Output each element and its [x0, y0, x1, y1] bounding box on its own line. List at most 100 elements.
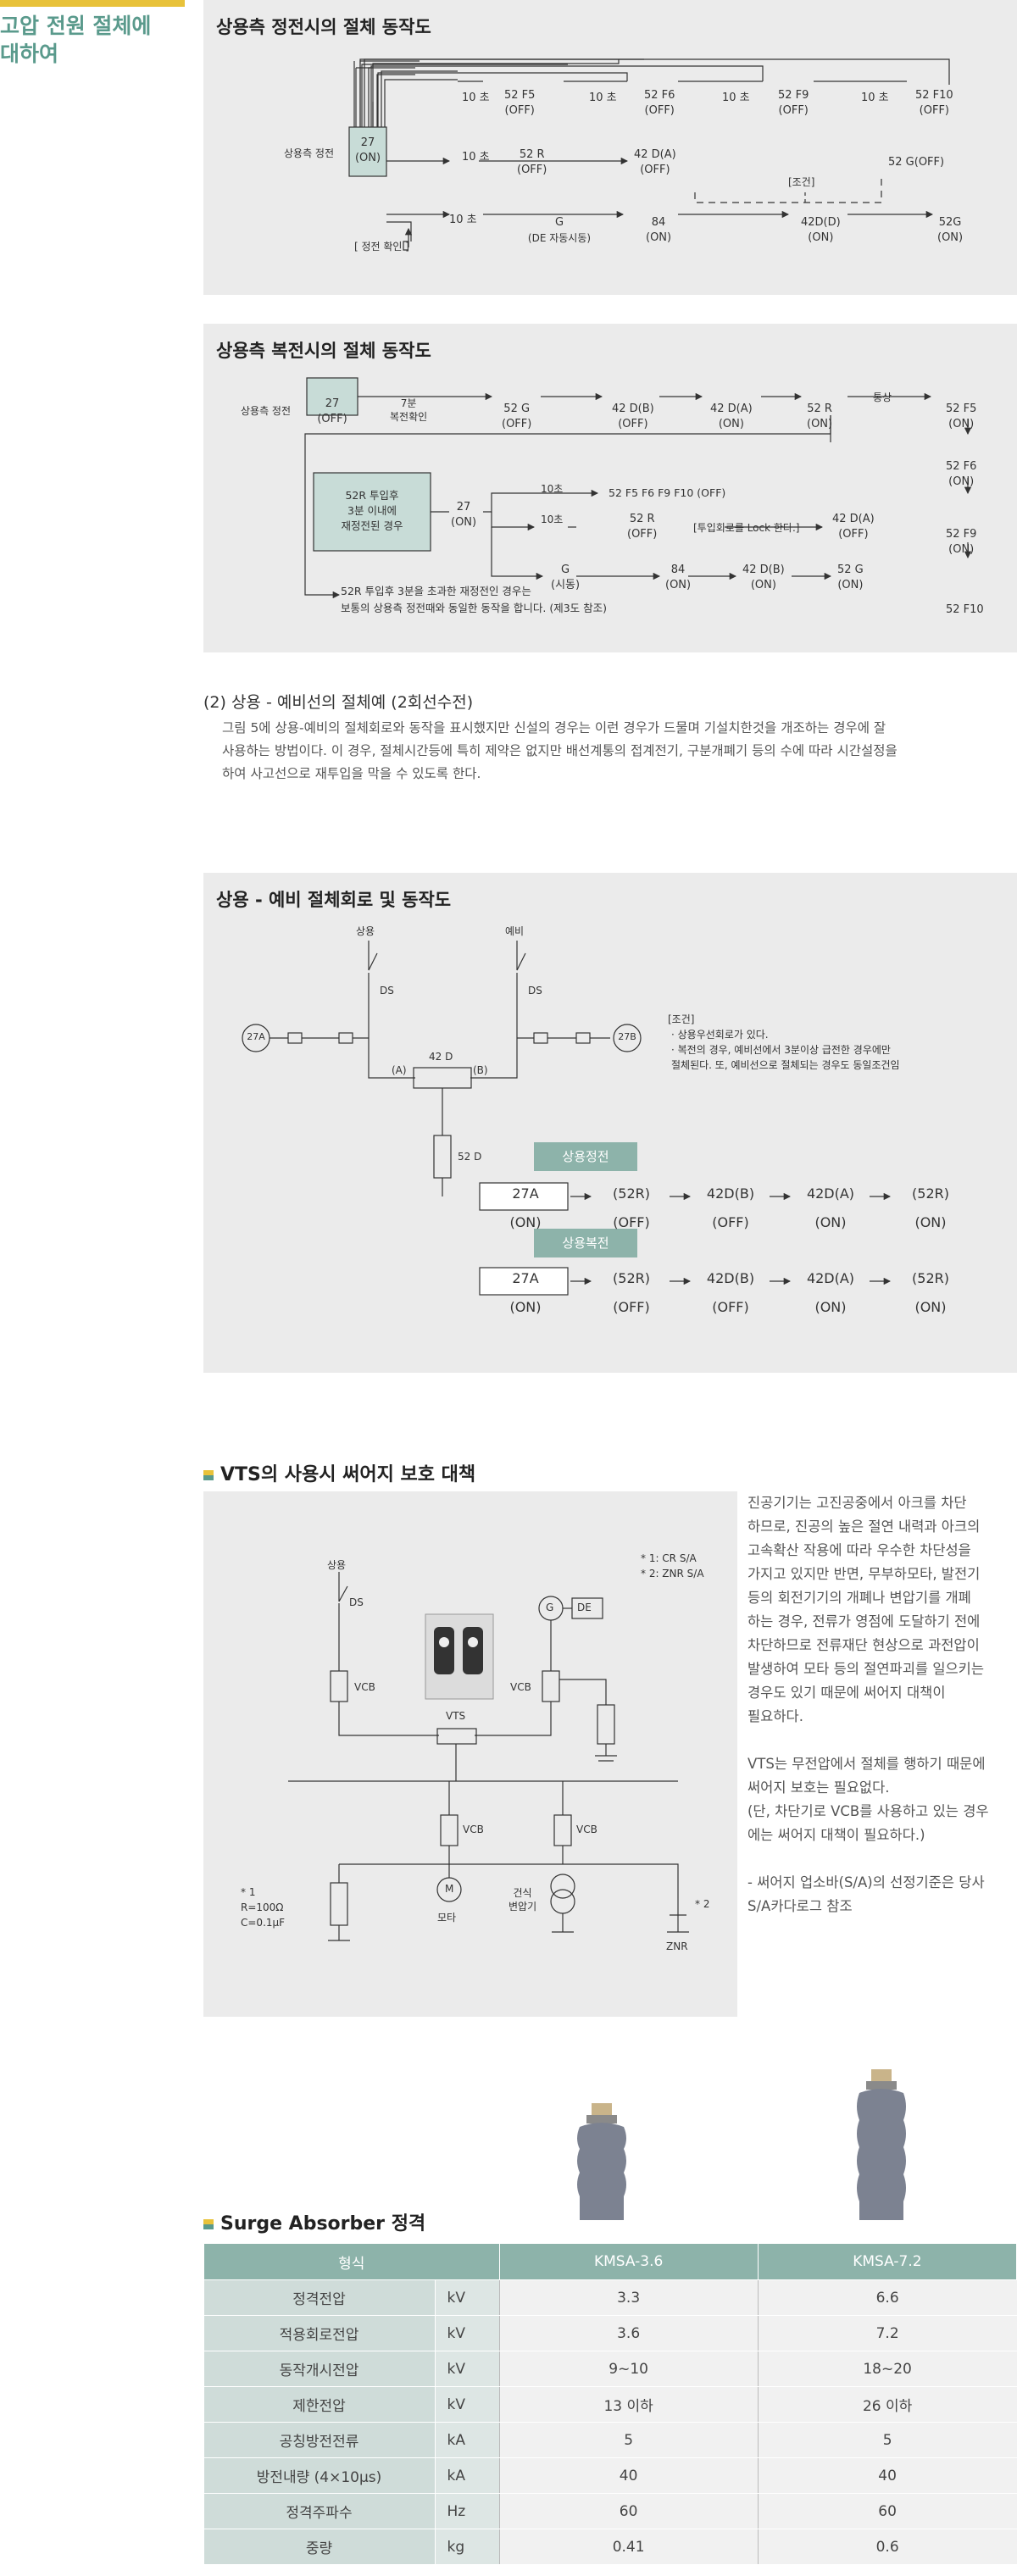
- cell-item: 공칭방전전류: [203, 2422, 436, 2458]
- section-title-restore: 상용측 복전시의 절체 동작도: [216, 341, 431, 361]
- node-42db-on-name: 42 D(B): [742, 564, 785, 576]
- node-42db-on-state: (ON): [750, 579, 776, 591]
- cond-text: · 상용우선회로가 있다. · 복전의 경우, 예비선에서 3분이상 급전한 경…: [671, 1029, 900, 1071]
- node-42dd-name: 42D(D): [801, 216, 841, 229]
- motor-label: 모타: [437, 1912, 457, 1924]
- cell-unit: kV: [435, 2386, 500, 2423]
- fcol-f6-name: 52 F6: [946, 460, 977, 473]
- cell-value: 13 이하: [499, 2386, 759, 2423]
- surge-absorber-image-1: [577, 2103, 626, 2220]
- fcol-f9-state: (ON): [948, 543, 975, 556]
- label-7min-name: 7분: [400, 397, 417, 409]
- label-pa: (A): [392, 1064, 407, 1076]
- lock-note: [투입회로를 Lock 한다.]: [693, 522, 800, 534]
- seq2-step-1-state: (ON): [509, 1299, 542, 1315]
- condition-label: [조건]: [788, 176, 815, 188]
- vts-source: 상용: [327, 1559, 347, 1571]
- timer-1: 10 초: [462, 92, 490, 104]
- fcol-f5: 52 F5(ON): [946, 402, 976, 432]
- timer-4: 10 초: [861, 92, 889, 104]
- chain-52g-state: (OFF): [502, 418, 532, 430]
- cell-unit: kA: [435, 2457, 500, 2494]
- ds-spare: DS: [528, 985, 542, 997]
- cell-value: 60: [499, 2493, 759, 2529]
- node-27-off-name: 27: [325, 397, 340, 410]
- gen-g: G: [546, 1602, 554, 1613]
- vts-title-text: VTS의 사용시 써어지 보호 대책: [220, 1464, 476, 1485]
- seq1-step-4-state: (ON): [814, 1214, 847, 1230]
- node-27: 27(ON): [349, 136, 386, 166]
- label-42d: 42 D: [429, 1051, 453, 1063]
- chain-42db-state: (OFF): [618, 418, 648, 430]
- label-52d: 52 D: [458, 1151, 482, 1163]
- cell-value: 3.3: [499, 2279, 759, 2316]
- section-bullet-icon: [203, 1470, 214, 1480]
- node-f9-name: 52 F9: [778, 89, 809, 102]
- header-kmsa-36: KMSA-3.6: [498, 2243, 759, 2280]
- restore-diagram: [304, 377, 972, 599]
- node-84-on: 84(ON): [665, 563, 691, 593]
- node-42da-off-state: (OFF): [838, 528, 869, 541]
- cell-item: 동작개시전압: [203, 2351, 436, 2387]
- section-title-surge: Surge Absorber 정격: [203, 2208, 425, 2235]
- fcol-f5-name: 52 F5: [946, 402, 977, 415]
- timer-3: 10 초: [722, 92, 750, 104]
- cell-unit: kg: [435, 2529, 500, 2565]
- node-52g-state: (ON): [937, 231, 964, 244]
- vts-description: 진공기기는 고진공중에서 아크를 차단 하므로, 진공의 높은 절연 내력과 아…: [747, 1495, 989, 1914]
- accent-bar: [0, 0, 185, 7]
- table-header-row: 형식 KMSA-3.6 KMSA-7.2: [203, 2243, 1017, 2280]
- seq1-step-5-name: (52R): [912, 1185, 949, 1202]
- node-f10: 52 F10(OFF): [915, 88, 953, 119]
- vts-labels: 상용 DS VCB VCB VTS G DE * 1: CR S/A * 2: …: [203, 1491, 737, 2017]
- node-52g-on-name: 52 G: [837, 564, 864, 576]
- cell-item: 중량: [203, 2529, 436, 2565]
- seq1-step-2: (52R)(OFF): [589, 1180, 674, 1237]
- cell-item: 방전내량 (4×10μs): [203, 2457, 436, 2494]
- vcb-4: VCB: [576, 1824, 597, 1835]
- node-f5: 52 F5(OFF): [504, 88, 535, 119]
- node-f10-name: 52 F10: [915, 89, 953, 102]
- node-52r-off: 52 R(OFF): [627, 512, 657, 542]
- label-main: 상용: [356, 925, 375, 937]
- seq1-step-5: (52R)(ON): [888, 1180, 973, 1237]
- label-7min-desc: 복전확인: [390, 411, 428, 423]
- node-84-state: (ON): [646, 231, 672, 244]
- node-84-on-name: 84: [670, 564, 686, 576]
- node-52g: 52G (ON): [937, 215, 963, 246]
- node-84: 84(ON): [646, 215, 671, 246]
- node-52r-off-name: 52 R: [629, 513, 655, 525]
- vts-ds: DS: [349, 1596, 364, 1608]
- node-27-on-name: 27: [456, 501, 471, 514]
- section-title-outage: 상용측 정전시의 절체 동작도: [216, 17, 431, 37]
- tag-outage: 상용정전: [534, 1142, 637, 1171]
- header-type: 형식: [203, 2243, 500, 2280]
- cond-title: [조건]: [668, 1013, 695, 1025]
- timer-g: 10 초: [449, 214, 477, 226]
- gen-de: DE: [577, 1602, 592, 1613]
- section-title-vts: VTS의 사용시 써어지 보호 대책: [203, 1459, 475, 1486]
- cell-unit: kV: [435, 2351, 500, 2387]
- cell-value: 0.6: [758, 2529, 1017, 2565]
- seq2-step-3-name: 42D(B): [706, 1270, 755, 1286]
- vts-diagram: [288, 1572, 689, 1941]
- value-r: R=100Ω: [241, 1901, 284, 1913]
- header-kmsa-72: KMSA-7.2: [757, 2243, 1017, 2280]
- label-pb: (B): [473, 1064, 488, 1076]
- seq2-step-4: 42D(A)(ON): [788, 1264, 873, 1322]
- seq1-step-3-name: 42D(B): [706, 1185, 755, 1202]
- seq1-step-3: 42D(B)(OFF): [688, 1180, 773, 1237]
- fcol-f6-state: (ON): [948, 475, 975, 488]
- node-52g-name: 52G: [938, 216, 962, 229]
- fcol-f9: 52 F9(ON): [946, 527, 976, 558]
- seq2-step-3: 42D(B)(OFF): [688, 1264, 773, 1322]
- node-42db-on: 42 D(B) (ON): [742, 563, 785, 593]
